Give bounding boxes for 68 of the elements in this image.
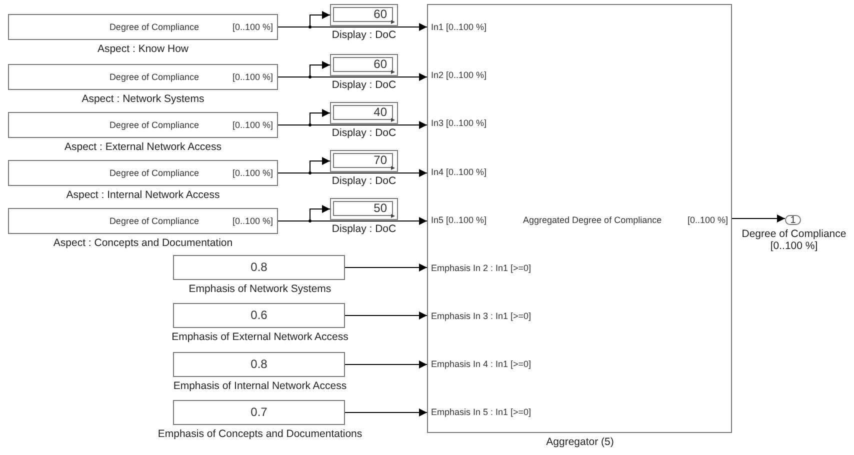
port-label: Aggregated Degree of Compliance	[523, 215, 662, 226]
block-label: Emphasis of Network Systems	[188, 283, 332, 295]
port-label: Emphasis In 5 : In1 [>=0]	[431, 407, 532, 418]
port-label: [0..100 %]	[232, 168, 273, 179]
block-label: Display : DoC	[330, 175, 398, 187]
constant-value: 0.7	[250, 407, 268, 418]
port-label: In2 [0..100 %]	[431, 70, 487, 81]
port-label: [0..100 %]	[687, 215, 728, 226]
port-label: Emphasis In 4 : In1 [>=0]	[431, 359, 532, 370]
display-block	[330, 54, 398, 76]
display-value: 60	[333, 7, 393, 22]
block-label: Emphasis of Concepts and Documentations	[156, 428, 364, 440]
port-label: [0..100 %]	[232, 22, 273, 33]
signal-arrow	[732, 214, 786, 222]
port-label: [0..100 %]	[232, 216, 273, 227]
display-value: 60	[333, 57, 393, 72]
constant-value: 0.8	[250, 262, 268, 273]
port-label: [0..100 %]	[232, 72, 273, 83]
signal-arrow	[344, 264, 428, 272]
block-label: Aggregator (5)	[545, 436, 615, 448]
block-label: Aspect : Internal Network Access	[65, 189, 221, 201]
block-label: Aspect : Network Systems	[80, 93, 206, 105]
port-label: [0..100 %]	[232, 120, 273, 131]
signal-arrow	[344, 408, 428, 416]
port-number: 1	[789, 216, 797, 226]
subsystem-block	[8, 208, 278, 234]
subsystem-block	[8, 160, 278, 186]
display-value: 50	[333, 201, 393, 216]
constant-block	[173, 352, 345, 377]
port-label: Degree of Compliance	[109, 216, 199, 227]
port-label: Emphasis In 3 : In1 [>=0]	[431, 311, 532, 322]
constant-block	[173, 255, 345, 280]
constant-block	[173, 303, 345, 328]
block-label: Degree of Compliance [0..100 %]	[740, 228, 848, 252]
port-label: Degree of Compliance	[109, 22, 199, 33]
block-label: Aspect : External Network Access	[64, 141, 222, 153]
block-label: Display : DoC	[330, 223, 398, 235]
constant-value: 0.6	[250, 310, 268, 321]
block-label: Display : DoC	[330, 127, 398, 139]
constant-block	[173, 400, 345, 425]
signal-arrow	[344, 312, 428, 320]
block-label: Emphasis of External Network Access	[170, 331, 350, 343]
port-label: Emphasis In 2 : In1 [>=0]	[431, 263, 532, 274]
port-label: In3 [0..100 %]	[431, 118, 487, 129]
display-value: 40	[333, 105, 393, 120]
outport-block	[785, 215, 801, 225]
block-label: Display : DoC	[330, 79, 398, 91]
constant-value: 0.8	[250, 359, 268, 370]
port-label: Degree of Compliance	[109, 168, 199, 179]
display-block	[330, 102, 398, 124]
port-label: In4 [0..100 %]	[431, 167, 487, 178]
display-value: 70	[333, 153, 393, 168]
aggregator-block	[427, 4, 732, 433]
display-block	[330, 198, 398, 220]
block-label: Emphasis of Internal Network Access	[172, 380, 348, 392]
port-label: In1 [0..100 %]	[431, 22, 487, 33]
subsystem-block	[8, 112, 278, 138]
subsystem-block	[8, 14, 278, 40]
signal-arrow	[344, 360, 428, 368]
port-label: Degree of Compliance	[109, 120, 199, 131]
subsystem-block	[8, 64, 278, 90]
display-block	[330, 4, 398, 26]
block-label: Aspect : Know How	[96, 43, 190, 55]
block-label: Display : DoC	[330, 29, 398, 41]
port-label: In5 [0..100 %]	[431, 215, 487, 226]
port-label: Degree of Compliance	[109, 72, 199, 83]
display-block	[330, 150, 398, 172]
block-label: Aspect : Concepts and Documentation	[52, 237, 234, 249]
